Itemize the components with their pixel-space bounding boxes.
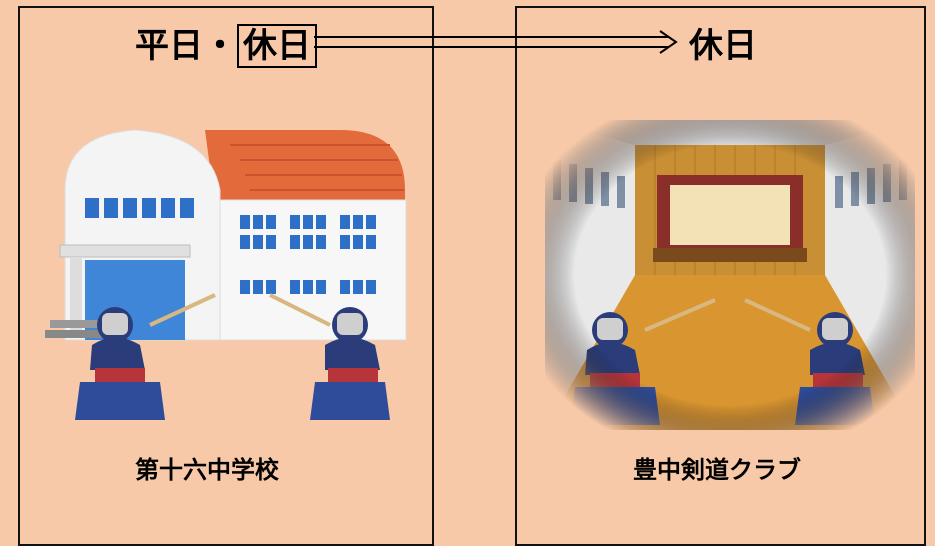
left-title-weekday: 平日・ [135,26,237,66]
dojo-hall-illustration [545,120,915,430]
arrow-icon [314,30,678,54]
left-title-holiday-boxed: 休日 [237,24,317,68]
school-building-illustration [45,129,407,420]
kendo-fighter-right [269,293,390,420]
kendo-fighter-left [75,293,216,420]
left-caption: 第十六中学校 [135,456,279,484]
right-caption: 豊中剣道クラブ [633,456,801,484]
right-title: 休日 [689,26,757,66]
left-title: 平日・休日 [135,18,317,68]
